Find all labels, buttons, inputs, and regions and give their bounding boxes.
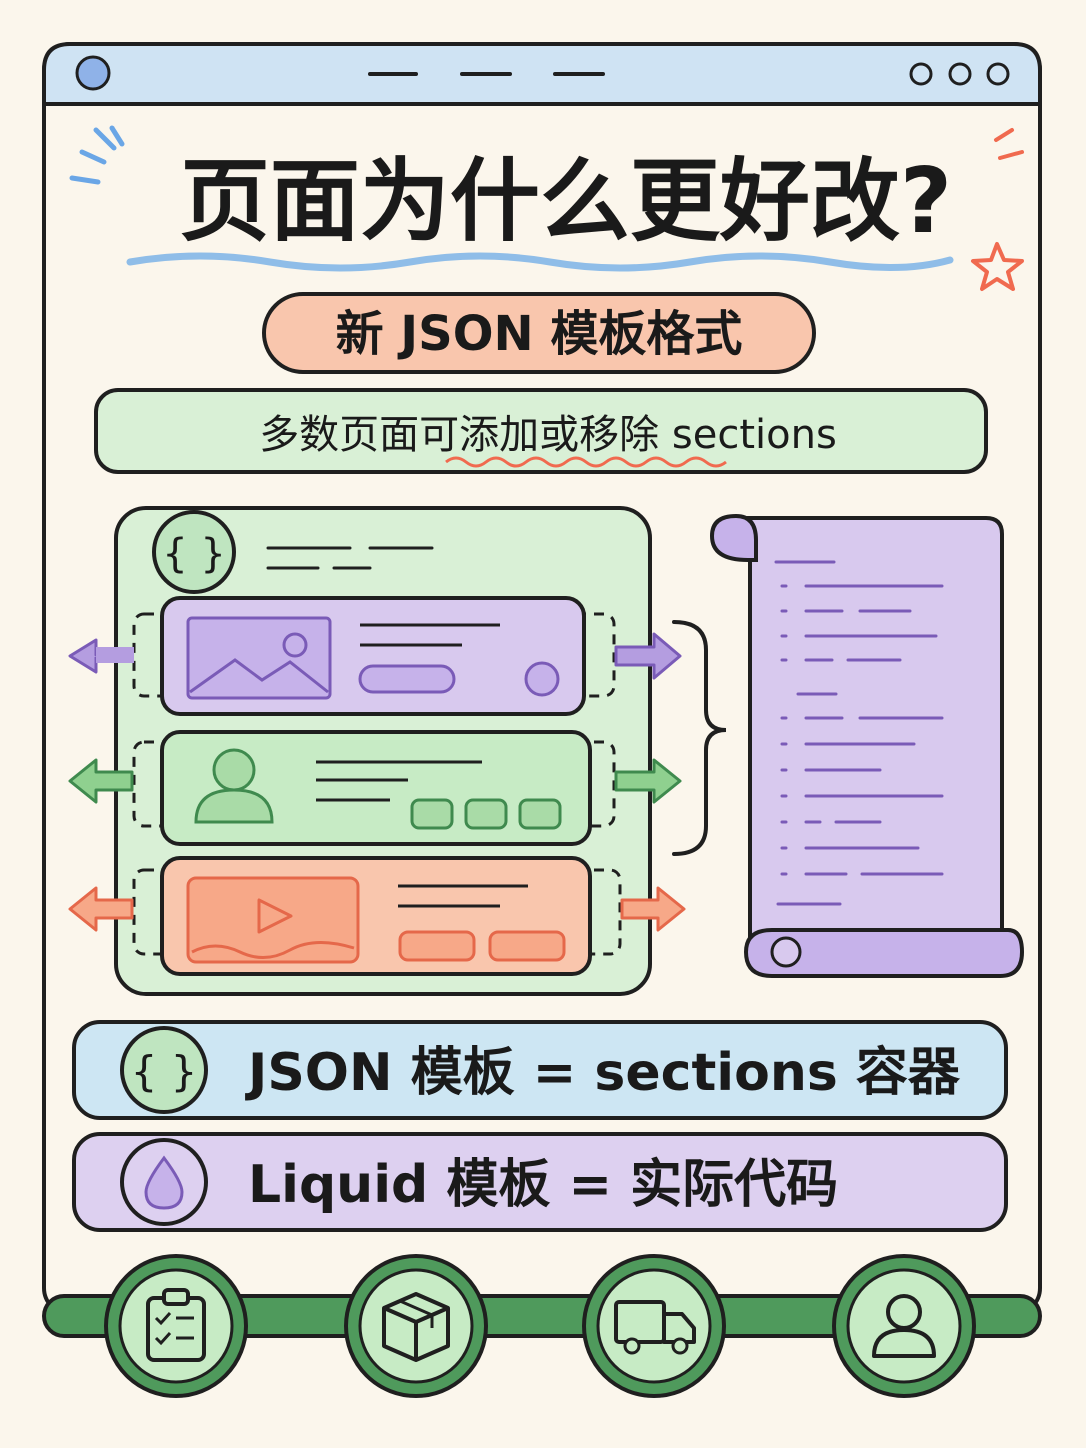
user-avatar-icon bbox=[212, 748, 256, 792]
title-underline-wave bbox=[126, 252, 954, 272]
code-lines bbox=[774, 560, 944, 906]
json-format-badge: 新 JSON 模板格式 bbox=[262, 292, 816, 374]
add-arrow-right-icon bbox=[614, 632, 682, 680]
scroll-bottom-roll bbox=[743, 928, 1025, 978]
window-controls-icon[interactable] bbox=[909, 62, 1010, 86]
window-title-bar bbox=[42, 42, 1042, 106]
subtitle-text: 多数页面可添加或移除 sections bbox=[259, 412, 837, 458]
page-title: 页面为什么更好改? bbox=[180, 149, 952, 254]
user-profile-icon[interactable] bbox=[832, 1254, 976, 1398]
delivery-truck-icon[interactable] bbox=[582, 1254, 726, 1398]
panel-json-icon-label: { } bbox=[162, 531, 226, 577]
panel-header-lines bbox=[266, 546, 434, 570]
remove-arrow-left-icon bbox=[68, 886, 134, 932]
window-dot-icon[interactable] bbox=[75, 55, 111, 91]
scroll-top-curl bbox=[709, 513, 758, 562]
liquid-template-row: Liquid 模板 = 实际代码 bbox=[72, 1132, 1008, 1232]
play-icon bbox=[257, 898, 293, 934]
json-code-scroll bbox=[709, 513, 1025, 978]
image-placeholder-icon bbox=[186, 616, 332, 700]
json-row-text: JSON 模板 = sections 容器 bbox=[245, 1043, 961, 1103]
bottom-icon-row bbox=[104, 1254, 976, 1398]
badge-label: 新 JSON 模板格式 bbox=[336, 306, 743, 362]
json-braces-icon bbox=[152, 510, 236, 594]
liquid-row-text: Liquid 模板 = 实际代码 bbox=[248, 1155, 838, 1215]
page-sections-panel: { } bbox=[68, 506, 686, 996]
clipboard-checklist-icon[interactable] bbox=[104, 1254, 248, 1398]
json-braces-icon bbox=[120, 1026, 208, 1114]
add-arrow-right-icon bbox=[614, 758, 682, 804]
add-arrow-right-icon bbox=[620, 886, 686, 932]
package-box-icon[interactable] bbox=[344, 1254, 488, 1398]
json-template-row: { } JSON 模板 = sections 容器 bbox=[72, 1020, 1008, 1120]
remove-arrow-left-icon bbox=[68, 758, 134, 804]
json-row-icon-label: { } bbox=[131, 1047, 198, 1096]
curly-brace-connector bbox=[672, 620, 727, 856]
video-player-icon bbox=[186, 876, 360, 964]
title-decorations bbox=[69, 125, 1024, 291]
window-bottom-band bbox=[42, 1294, 1042, 1338]
section-card-purple[interactable] bbox=[68, 596, 682, 716]
subtitle-squiggle-underline bbox=[445, 456, 727, 468]
section-button-shape bbox=[358, 664, 456, 694]
section-card-green[interactable] bbox=[68, 730, 682, 846]
subtitle-box: 多数页面可添加或移除 sections bbox=[94, 388, 988, 474]
star-icon bbox=[971, 242, 1024, 291]
section-card-orange[interactable] bbox=[68, 856, 686, 976]
